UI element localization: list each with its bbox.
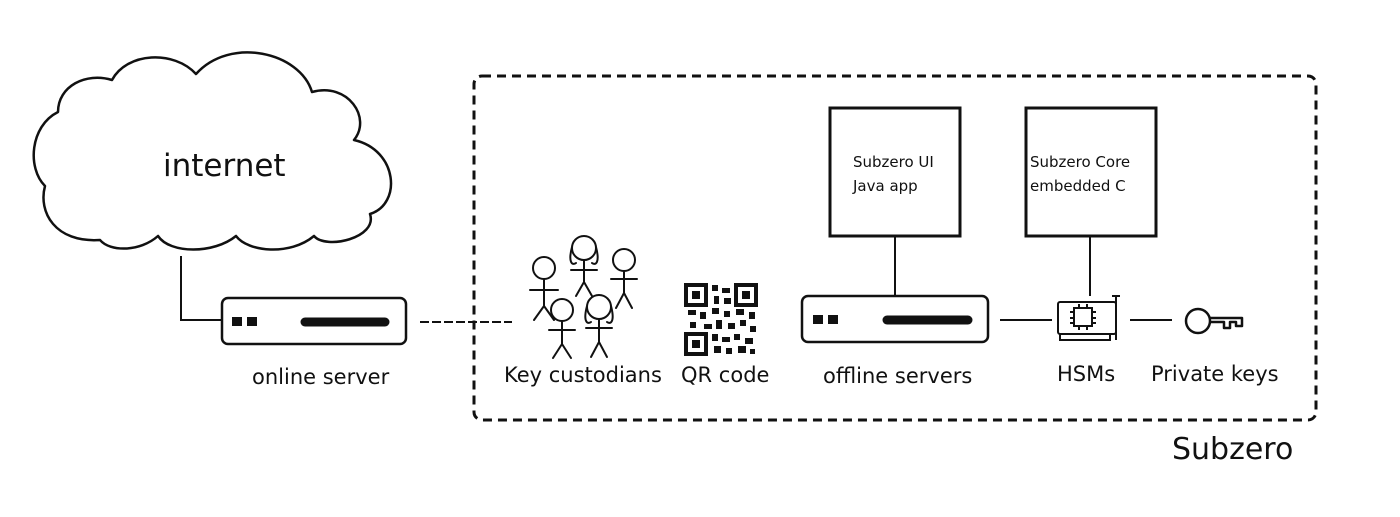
subzero-core-line2: embedded C [1030,177,1126,195]
subzero-core-line1: Subzero Core [1030,153,1131,171]
offline-server [800,294,990,344]
offline-servers-label: offline servers [823,364,973,388]
private-keys-label: Private keys [1151,362,1279,386]
online-server-label: online server [252,365,390,389]
internet-cloud [32,51,393,251]
internet-label: internet [163,148,286,184]
subzero-core-text: Subzero Core embedded C [1030,150,1130,198]
hsm-icon [1057,295,1120,341]
subzero-label: Subzero [1172,432,1294,467]
cloud-server-link [180,256,222,321]
subzero-ui-line2: Java app [853,177,918,195]
hsms-label: HSMs [1057,362,1116,386]
qr-code-icon [682,282,762,358]
key-custodians-label: Key custodians [504,363,662,387]
subzero-ui-text: Subzero UI Java app [853,150,934,198]
private-key-icon [1184,307,1244,335]
online-server [220,296,408,346]
subzero-boundary [472,74,1318,422]
subzero-ui-line1: Subzero UI [853,153,934,171]
subzero-core-box [1024,106,1158,238]
qr-code-label: QR code [681,363,770,387]
subzero-ui-box [828,106,962,238]
key-custodians-icon [529,235,638,359]
